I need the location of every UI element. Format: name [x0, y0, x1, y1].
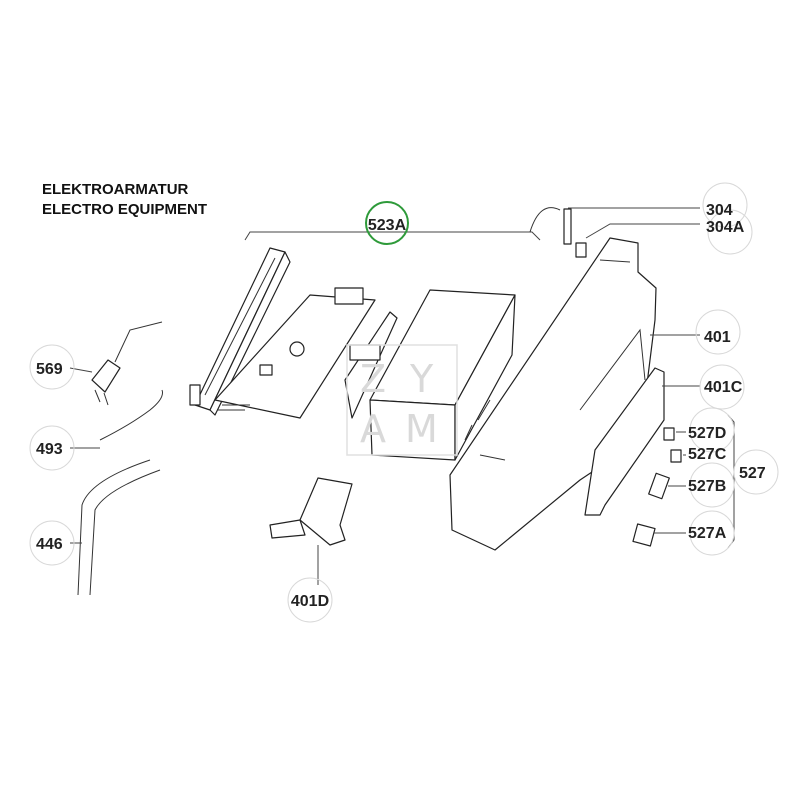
part-electronics-housing[interactable] [369, 289, 516, 461]
label-401[interactable]: 401 [704, 329, 731, 346]
part-401D-bracket[interactable] [269, 477, 353, 546]
label-304[interactable]: 304 [706, 202, 733, 219]
part-527C[interactable] [670, 449, 682, 463]
svg-text:M: M [405, 407, 438, 451]
svg-text:Z: Z [360, 357, 386, 401]
label-401C[interactable]: 401C [704, 379, 743, 396]
label-527C[interactable]: 527C [688, 446, 727, 463]
part-401-front-panel[interactable] [449, 237, 657, 551]
part-527D[interactable] [663, 427, 675, 441]
part-display-board[interactable] [344, 311, 398, 419]
label-446[interactable]: 446 [36, 536, 63, 553]
label-493[interactable]: 493 [36, 441, 63, 458]
part-527A[interactable] [632, 523, 656, 547]
leaders-527 [654, 431, 686, 534]
part-401C-cover[interactable] [584, 367, 665, 516]
label-527[interactable]: 527 [739, 465, 766, 482]
label-523A[interactable]: 523A [368, 217, 407, 234]
part-control-panel-strip[interactable] [189, 247, 291, 416]
part-304-sensor[interactable] [529, 207, 572, 245]
title-de: ELEKTROARMATUR [42, 181, 189, 198]
title-en: ELECTRO EQUIPMENT [42, 201, 207, 218]
part-446-hoses[interactable] [77, 459, 161, 596]
part-569-plug[interactable] [91, 321, 163, 406]
bracket-523A [244, 231, 541, 241]
label-569[interactable]: 569 [36, 361, 63, 378]
label-527B[interactable]: 527B [688, 478, 726, 495]
part-304A[interactable] [575, 242, 587, 258]
label-527A[interactable]: 527A [688, 525, 727, 542]
label-304A[interactable]: 304A [706, 219, 745, 236]
leader-304A [585, 223, 700, 239]
label-527D[interactable]: 527D [688, 425, 726, 442]
label-401D[interactable]: 401D [291, 593, 329, 610]
highlight-circle-523A [365, 201, 409, 245]
svg-text:A: A [360, 407, 386, 451]
part-pcb[interactable] [214, 287, 376, 419]
part-527B[interactable] [648, 472, 670, 500]
svg-text:Y: Y [409, 357, 434, 401]
part-493-wire[interactable] [99, 389, 163, 441]
